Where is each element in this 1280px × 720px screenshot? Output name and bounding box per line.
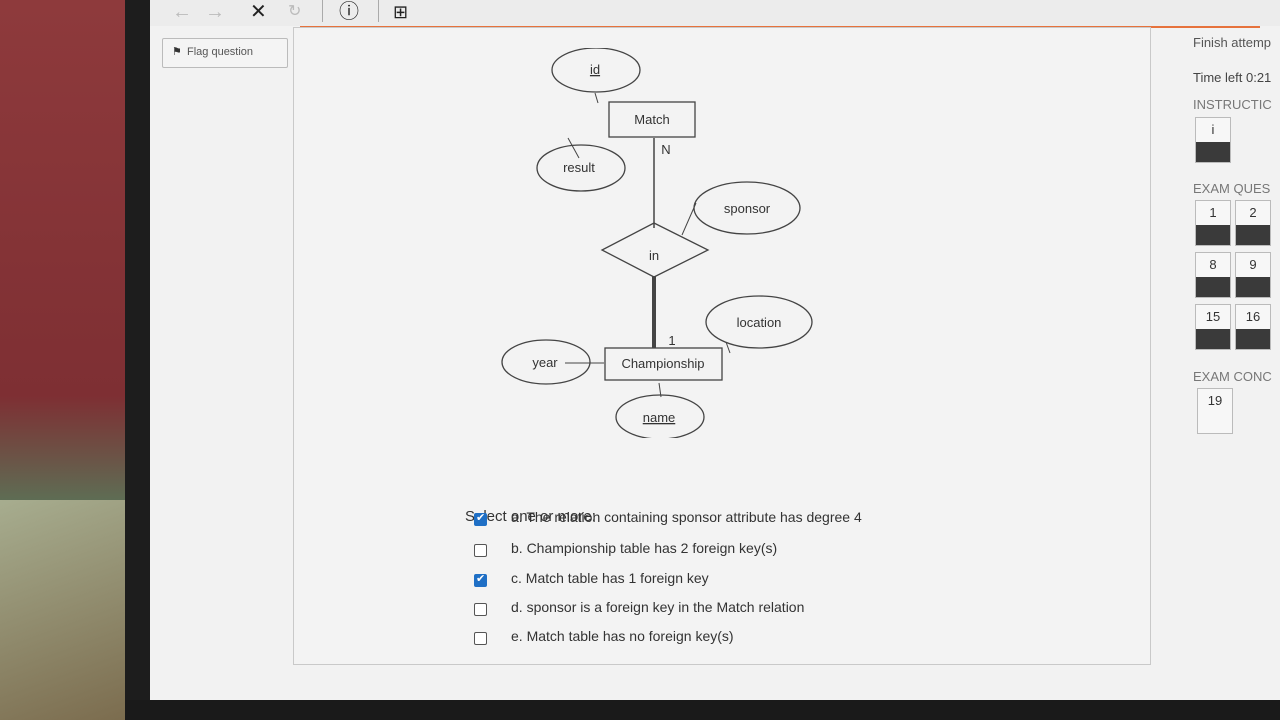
exam-questions-heading: EXAM QUES — [1193, 181, 1271, 196]
question-nav-2[interactable]: 2 — [1235, 200, 1271, 246]
question-nav-bar — [1196, 225, 1230, 245]
question-nav-15[interactable]: 15 — [1195, 304, 1231, 350]
flag-question-button[interactable]: ⚑ Flag question — [162, 38, 288, 68]
option-b-label[interactable]: b. Championship table has 2 foreign key(… — [511, 540, 778, 556]
toolbar-divider — [378, 0, 379, 22]
name-attribute: name — [643, 410, 676, 425]
option-a-checkbox[interactable] — [474, 511, 487, 526]
close-icon[interactable]: ✕ — [250, 1, 267, 23]
match-entity-box — [608, 101, 696, 138]
option-e-checkbox[interactable] — [474, 632, 487, 645]
add-page-icon[interactable]: ⊞ — [393, 2, 409, 22]
toolbar-divider — [322, 0, 323, 22]
question-nav-label: 16 — [1245, 309, 1261, 324]
option-a-label[interactable]: a. The relation containing sponsor attri… — [511, 509, 862, 525]
question-nav-bar — [1236, 277, 1270, 297]
cardinality-1: 1 — [668, 333, 675, 348]
finish-attempt-link[interactable]: Finish attemp — [1193, 35, 1272, 50]
back-arrow-icon[interactable]: ← — [172, 1, 192, 23]
question-nav-bar — [1236, 225, 1270, 245]
location-connector — [725, 341, 731, 354]
location-attribute-shape — [705, 295, 813, 349]
question-nav-1[interactable]: 1 — [1195, 200, 1231, 246]
result-attribute-shape — [536, 144, 626, 192]
quiz-navigation-panel: Finish attemp Time left 0:21 INSTRUCTIC … — [1190, 0, 1280, 710]
instruction-button[interactable]: i — [1195, 117, 1231, 163]
option-c-label[interactable]: c. Match table has 1 foreign key — [511, 570, 709, 586]
instruction-button-label: i — [1211, 122, 1215, 137]
question-nav-19[interactable]: 19 — [1197, 388, 1233, 434]
option-e-label[interactable]: e. Match table has no foreign key(s) — [511, 628, 734, 644]
in-relationship-label: in — [649, 248, 659, 263]
id-connector — [594, 92, 599, 104]
question-nav-label: 9 — [1249, 257, 1257, 272]
match-entity-label: Match — [634, 112, 669, 127]
instruction-button-bar — [1196, 142, 1230, 162]
question-nav-9[interactable]: 9 — [1235, 252, 1271, 298]
question-nav-label: 8 — [1209, 257, 1217, 272]
option-d-label[interactable]: d. sponsor is a foreign key in the Match… — [511, 599, 805, 615]
screen: ← → ✕ ↻ ⓘ ⊞ ⚑ Flag question — [150, 0, 1280, 710]
sponsor-attribute-shape — [693, 181, 801, 235]
year-attribute-shape — [501, 339, 591, 385]
year-attribute: year — [532, 355, 558, 370]
question-nav-bar — [1196, 329, 1230, 349]
info-icon[interactable]: ⓘ — [339, 1, 359, 23]
question-nav-8[interactable]: 8 — [1195, 252, 1231, 298]
location-attribute: location — [737, 315, 782, 330]
id-attribute-shape — [551, 48, 641, 93]
question-nav-label: 19 — [1207, 393, 1223, 408]
result-connector — [567, 137, 580, 159]
question-prompt: Select one or more: — [465, 508, 596, 525]
time-left: Time left 0:21 — [1193, 70, 1272, 85]
question-content: id Match result N sponsor in location 1 … — [293, 27, 1151, 665]
flag-question-label: Flag question — [187, 46, 254, 58]
option-d-checkbox[interactable] — [474, 603, 487, 616]
question-nav-label: 15 — [1205, 309, 1221, 324]
flag-icon: ⚑ — [172, 46, 182, 58]
option-b-checkbox[interactable] — [474, 544, 487, 557]
question-nav-bar — [1236, 329, 1270, 349]
result-attribute: result — [563, 160, 595, 175]
sponsor-attribute: sponsor — [724, 201, 771, 216]
championship-entity-label: Championship — [621, 356, 704, 371]
cardinality-n: N — [661, 142, 670, 157]
name-attribute-shape — [615, 394, 705, 438]
question-nav-16[interactable]: 16 — [1235, 304, 1271, 350]
option-c-checkbox[interactable] — [474, 572, 487, 587]
championship-entity-box — [604, 347, 723, 381]
exam-conc-heading: EXAM CONC — [1193, 369, 1272, 384]
question-nav-label: 1 — [1209, 205, 1217, 220]
id-attribute: id — [590, 62, 600, 77]
monitor-bezel-bottom — [125, 700, 1280, 720]
forward-arrow-icon[interactable]: → — [205, 1, 225, 23]
refresh-icon[interactable]: ↻ — [288, 3, 302, 20]
instructions-heading: INSTRUCTIC — [1193, 97, 1272, 112]
question-nav-bar — [1196, 277, 1230, 297]
er-diagram: id Match result N sponsor in location 1 … — [501, 48, 813, 438]
browser-toolbar: ← → ✕ ↻ ⓘ ⊞ — [150, 0, 1280, 26]
question-nav-label: 2 — [1249, 205, 1257, 220]
in-relationship-diamond — [600, 222, 710, 278]
